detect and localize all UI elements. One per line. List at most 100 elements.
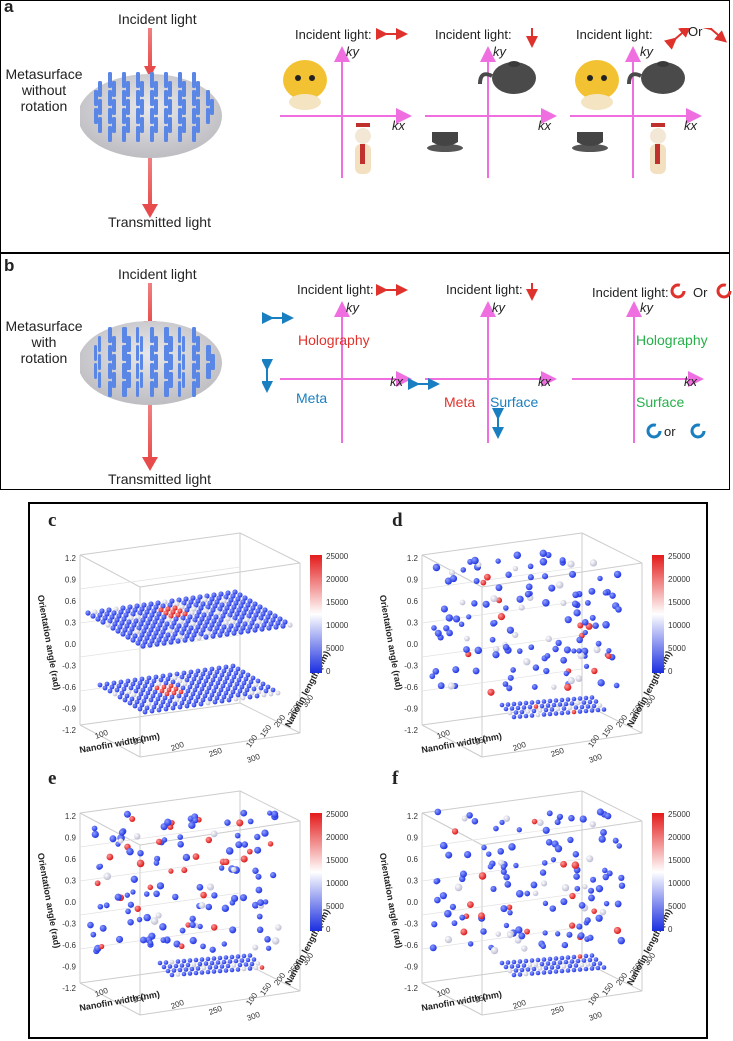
data-point xyxy=(577,967,583,972)
data-point xyxy=(160,629,166,635)
data-point xyxy=(195,668,201,674)
data-point xyxy=(549,707,555,712)
data-point xyxy=(125,678,131,684)
colorbar-tick-label: 15000 xyxy=(668,856,691,865)
data-point xyxy=(193,672,199,678)
data-point xyxy=(209,692,215,698)
data-point xyxy=(241,966,247,972)
data-point xyxy=(219,602,225,608)
data-point xyxy=(527,574,534,581)
nanopillar xyxy=(136,108,140,124)
data-point xyxy=(145,620,151,626)
nanopillar xyxy=(210,354,215,370)
data-point xyxy=(258,685,264,691)
nanopillar xyxy=(122,327,127,343)
data-point xyxy=(236,677,242,683)
data-point xyxy=(157,692,163,698)
data-point xyxy=(119,620,125,626)
data-point xyxy=(559,955,565,961)
data-point xyxy=(107,688,113,694)
plot-box-edge xyxy=(421,812,483,846)
data-point xyxy=(138,621,144,627)
data-point xyxy=(231,963,237,968)
plot-box-edge xyxy=(139,990,301,1016)
data-point xyxy=(572,591,579,599)
data-point xyxy=(595,707,601,713)
data-point xyxy=(197,690,203,696)
data-point xyxy=(572,851,580,858)
data-point xyxy=(212,673,218,679)
data-point xyxy=(247,694,253,700)
data-point xyxy=(87,921,94,929)
data-point xyxy=(198,901,206,909)
data-point xyxy=(539,961,545,967)
x-tick-label: 150 xyxy=(132,734,148,747)
data-point xyxy=(178,943,185,950)
data-point xyxy=(209,596,215,602)
data-point xyxy=(247,953,253,958)
nanopillar xyxy=(182,354,185,370)
nanopillar xyxy=(140,117,144,133)
data-point xyxy=(581,618,589,626)
data-point xyxy=(472,667,480,675)
z-tick-label: 0.0 xyxy=(407,640,419,649)
data-point xyxy=(551,684,557,690)
data-point xyxy=(478,872,487,880)
data-point xyxy=(542,826,550,834)
data-point xyxy=(177,678,183,684)
x-tick-label: 150 xyxy=(474,734,490,747)
data-point xyxy=(449,903,457,910)
data-point xyxy=(604,812,612,820)
data-point xyxy=(237,688,243,694)
data-point xyxy=(531,683,538,690)
data-point xyxy=(553,969,559,974)
data-point xyxy=(137,636,143,642)
data-point xyxy=(203,678,209,684)
data-point xyxy=(198,675,204,681)
data-point xyxy=(576,923,583,930)
data-point xyxy=(512,631,519,639)
data-point xyxy=(185,618,191,624)
data-point xyxy=(233,696,239,702)
z-tick-label: 0.3 xyxy=(407,619,419,628)
data-point xyxy=(170,679,176,685)
data-point xyxy=(452,666,460,674)
data-point xyxy=(186,603,192,609)
data-point xyxy=(205,604,211,610)
data-point xyxy=(257,899,265,907)
data-point xyxy=(432,668,440,675)
data-point xyxy=(606,648,612,654)
nanopillar xyxy=(150,108,154,124)
data-point xyxy=(569,892,576,900)
data-point xyxy=(158,633,164,639)
data-point xyxy=(529,971,535,976)
x-tick-label: 300 xyxy=(588,1010,604,1023)
data-point xyxy=(229,678,235,684)
data-point xyxy=(240,809,248,817)
data-point xyxy=(573,705,579,710)
data-point xyxy=(588,894,595,902)
nanopillar xyxy=(192,126,196,142)
data-point xyxy=(123,810,131,818)
data-point xyxy=(595,885,604,893)
data-point xyxy=(587,957,593,963)
nanopillar xyxy=(94,108,98,124)
data-point xyxy=(444,935,453,944)
data-point xyxy=(203,634,209,640)
data-point xyxy=(199,686,205,692)
data-point xyxy=(579,815,587,823)
data-point xyxy=(551,702,557,708)
data-point xyxy=(505,702,511,707)
data-point xyxy=(272,937,280,945)
panel-divider xyxy=(0,252,730,254)
data-point xyxy=(243,606,249,612)
nanopillar xyxy=(150,90,154,106)
data-point xyxy=(140,687,146,693)
data-point xyxy=(495,931,502,937)
data-point xyxy=(167,628,173,634)
data-point xyxy=(527,962,533,968)
data-point xyxy=(554,819,561,826)
data-point xyxy=(147,940,154,946)
data-point xyxy=(156,707,162,713)
